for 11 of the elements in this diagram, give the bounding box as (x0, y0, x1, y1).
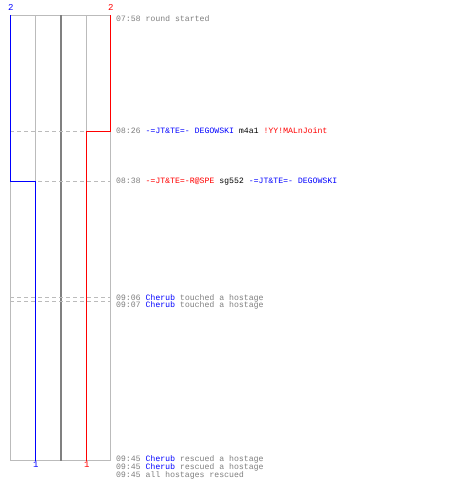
count-label: 2 (8, 4, 14, 12)
event-text: 09:45 Cherub rescued a hostage (116, 456, 264, 464)
count-label: 1 (33, 461, 38, 469)
event-text: 08:38 -=JT&TE=-R@SPE sg552 -=JT&TE=- DEGOWSKI (116, 178, 338, 186)
event-text: 09:45 Cherub rescued a hostage (116, 464, 264, 472)
event-text: 09:45 all hostages rescued (116, 472, 244, 480)
count-label: 2 (108, 4, 114, 12)
event-text: 08:26 -=JT&TE=- DEGOWSKI m4a1 !YY!MALnJoint (116, 128, 328, 136)
event-text: 09:07 Cherub touched a hostage (116, 302, 264, 310)
count-label: 1 (84, 461, 90, 469)
event-text: 07:58 round started (116, 16, 210, 24)
